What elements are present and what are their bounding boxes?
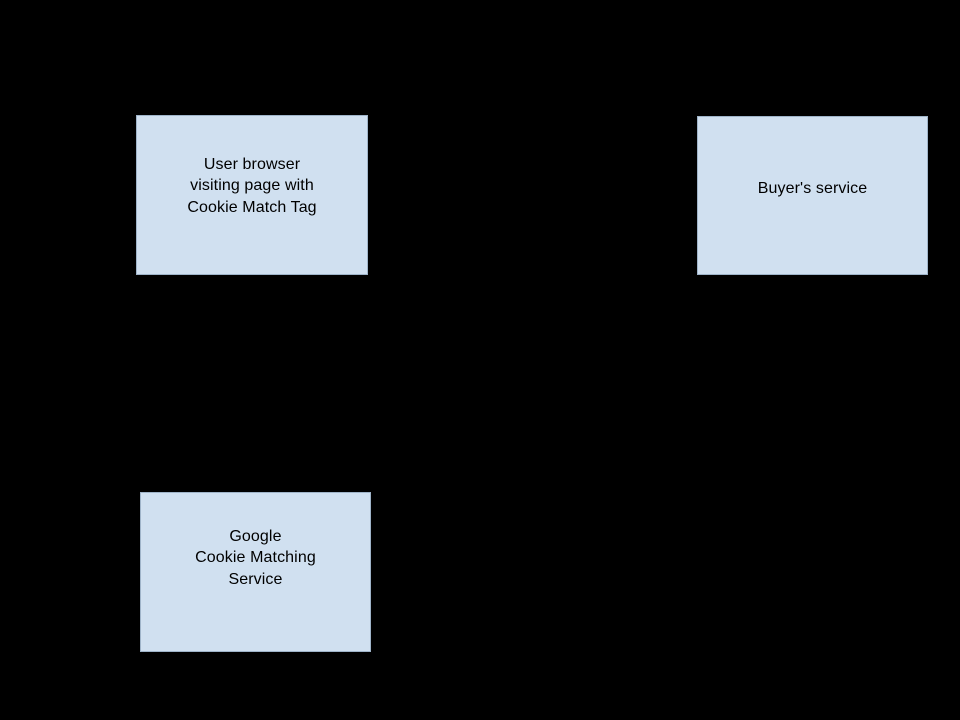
- node-user-browser-label: User browser visiting page with Cookie M…: [187, 155, 317, 216]
- node-google-cookie-matching-service-label: Google Cookie Matching Service: [195, 527, 316, 588]
- node-google-cookie-matching-service[interactable]: Google Cookie Matching Service: [140, 492, 371, 652]
- node-user-browser[interactable]: User browser visiting page with Cookie M…: [136, 115, 368, 275]
- node-buyers-service[interactable]: Buyer's service: [697, 116, 928, 275]
- node-buyers-service-label: Buyer's service: [757, 179, 868, 197]
